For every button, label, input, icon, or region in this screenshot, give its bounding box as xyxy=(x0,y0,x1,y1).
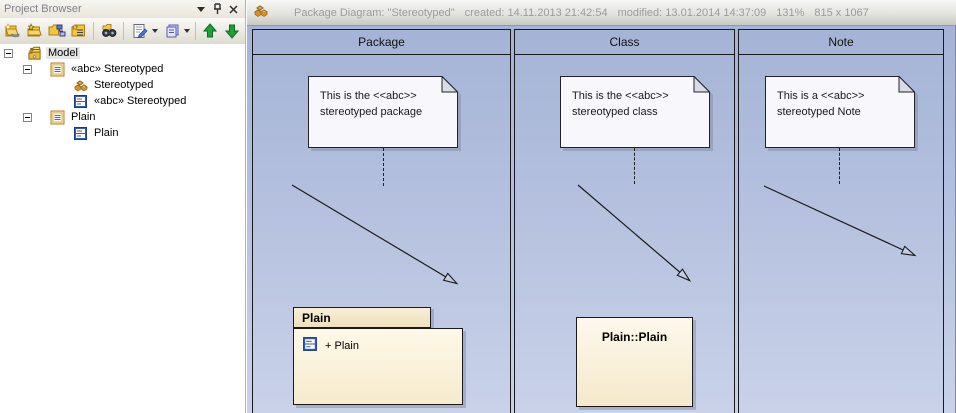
lane-package-header[interactable]: Package xyxy=(253,30,510,55)
lane-package[interactable]: Package xyxy=(252,29,511,413)
diagram-created: created: 14.11.2013 21:42:54 xyxy=(464,6,608,19)
tree-item-plain-class[interactable]: Plain xyxy=(0,125,244,141)
new-model-button[interactable] xyxy=(3,20,22,42)
collapse-expander-icon[interactable] xyxy=(4,48,13,58)
collapse-expander-icon[interactable] xyxy=(23,64,32,74)
package-icon xyxy=(50,110,65,125)
find-in-project-browser-button[interactable] xyxy=(99,20,118,42)
window-menu-down-icon[interactable] xyxy=(193,2,209,16)
note-anchor-connector[interactable] xyxy=(839,148,840,184)
tree-item-stereotyped-class[interactable]: «abc» Stereotyped xyxy=(0,93,244,109)
toolbar-separator xyxy=(123,22,125,40)
tree-item-label[interactable]: Plain xyxy=(71,111,96,123)
diagram-header-bar: Package Diagram: "Stereotyped" created: … xyxy=(247,0,956,26)
new-element-button[interactable] xyxy=(69,20,88,42)
package-element-body[interactable]: + Plain xyxy=(293,328,463,405)
tree-item-plain-package[interactable]: Plain xyxy=(0,109,244,125)
toolbar-separator xyxy=(93,22,95,40)
tree-item-label[interactable]: «abc» Stereotyped xyxy=(71,63,164,75)
dropdown-caret-icon[interactable] xyxy=(152,29,159,33)
note-text-line: This is the <<abc>> xyxy=(572,90,669,102)
model-icon xyxy=(27,46,42,61)
lane-note[interactable]: Note xyxy=(738,29,944,413)
note-anchor-connector[interactable] xyxy=(634,148,635,184)
move-down-button[interactable] xyxy=(223,20,242,42)
lane-note-header[interactable]: Note xyxy=(739,30,943,55)
dropdown-caret-icon[interactable] xyxy=(184,29,191,33)
manage-copies-button[interactable] xyxy=(161,20,191,42)
class-icon xyxy=(73,94,88,109)
class-element[interactable]: Plain::Plain xyxy=(576,317,693,407)
package-diagram-icon xyxy=(253,4,268,22)
project-browser-toolbar xyxy=(0,18,245,44)
collapse-expander-icon[interactable] xyxy=(23,112,32,122)
note-text-line: stereotyped class xyxy=(572,106,658,118)
tree-item-label[interactable]: Stereotyped xyxy=(94,79,154,91)
pin-icon[interactable] xyxy=(209,2,225,16)
note-text-line: stereotyped package xyxy=(320,106,423,118)
new-diagram-button[interactable] xyxy=(47,20,66,42)
note-element-note[interactable]: This is a <<abc>> stereotyped Note xyxy=(765,76,915,148)
note-text-line: This is a <<abc>> xyxy=(777,90,865,102)
diagram-icon xyxy=(73,78,88,93)
note-element-class[interactable]: This is the <<abc>> stereotyped class xyxy=(560,76,710,148)
tree-item-stereotyped-diagram[interactable]: Stereotyped xyxy=(0,77,244,93)
package-element-name: Plain xyxy=(302,310,331,325)
project-tree: Model «abc» Stereotyped xyxy=(0,44,244,413)
class-icon xyxy=(302,336,318,355)
class-icon xyxy=(73,126,88,141)
tree-item-label[interactable]: Plain xyxy=(94,127,119,139)
diagram-view: Package Diagram: "Stereotyped" created: … xyxy=(247,0,956,413)
package-member-label: + Plain xyxy=(325,339,359,352)
move-up-button[interactable] xyxy=(201,20,220,42)
edit-document-button[interactable] xyxy=(129,20,159,42)
panel-title: Project Browser xyxy=(4,3,82,15)
diagram-canvas[interactable]: Package Class Note This is the <<abc>> s… xyxy=(247,26,956,413)
project-browser-panel: Project Browser xyxy=(0,0,246,413)
package-member-row[interactable]: + Plain xyxy=(302,336,359,355)
diagram-dimensions: 815 x 1067 xyxy=(814,6,869,19)
note-anchor-connector[interactable] xyxy=(383,148,384,186)
tree-item-model[interactable]: Model xyxy=(0,45,244,61)
package-icon xyxy=(50,62,65,77)
lane-class[interactable]: Class xyxy=(514,29,735,413)
lane-label: Package xyxy=(358,35,405,49)
tree-item-label[interactable]: Model xyxy=(46,47,80,59)
lane-label: Note xyxy=(828,35,854,49)
diagram-modified: modified: 13.01.2014 14:37:09 xyxy=(617,6,767,19)
class-element-name: Plain::Plain xyxy=(601,330,668,344)
diagram-title: Package Diagram: "Stereotyped" xyxy=(294,6,455,19)
note-text-line: This is the <<abc>> xyxy=(320,90,417,102)
lane-class-header[interactable]: Class xyxy=(515,30,734,55)
diagram-zoom-level: 131% xyxy=(776,6,805,19)
lane-label: Class xyxy=(609,35,640,49)
project-browser-titlebar: Project Browser xyxy=(0,0,245,18)
new-package-button[interactable] xyxy=(25,20,44,42)
tree-item-label[interactable]: «abc» Stereotyped xyxy=(94,95,187,107)
toolbar-separator xyxy=(195,22,196,40)
tree-item-stereotyped-package[interactable]: «abc» Stereotyped xyxy=(0,61,244,77)
close-icon[interactable] xyxy=(225,2,241,16)
note-text-line: stereotyped Note xyxy=(777,106,861,118)
package-element-tab[interactable]: Plain xyxy=(293,307,431,328)
note-element-package[interactable]: This is the <<abc>> stereotyped package xyxy=(308,76,458,148)
